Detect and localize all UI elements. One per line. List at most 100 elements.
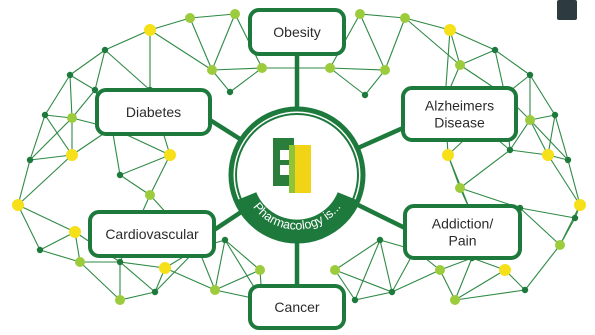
network-node bbox=[226, 88, 234, 96]
connector-diabetes bbox=[208, 118, 243, 142]
network-link bbox=[119, 261, 156, 293]
network-link bbox=[354, 291, 393, 301]
topic-label-cardiovascular: Cardiovascular bbox=[105, 226, 199, 242]
network-link bbox=[211, 13, 236, 71]
network-link bbox=[17, 204, 76, 233]
network-node bbox=[361, 91, 369, 99]
network-node bbox=[257, 63, 267, 73]
network-link bbox=[149, 29, 213, 71]
network-link bbox=[391, 269, 441, 293]
topic-box-diabetes: Diabetes bbox=[95, 88, 212, 136]
network-link bbox=[334, 269, 356, 301]
network-node bbox=[144, 24, 156, 36]
network-node bbox=[41, 111, 49, 119]
network-node bbox=[491, 46, 499, 54]
network-link bbox=[119, 291, 156, 301]
center-hub: Pharmacology is... bbox=[228, 106, 366, 244]
network-node bbox=[207, 65, 217, 75]
network-link bbox=[164, 267, 216, 291]
network-node bbox=[499, 264, 511, 276]
network-link bbox=[449, 29, 461, 66]
connector-addiction bbox=[355, 202, 406, 231]
network-link bbox=[119, 154, 171, 176]
network-node bbox=[555, 240, 565, 250]
network-link bbox=[384, 17, 406, 71]
network-node bbox=[442, 149, 454, 161]
network-node bbox=[210, 285, 220, 295]
network-link bbox=[214, 269, 261, 291]
topic-box-frame bbox=[401, 86, 518, 142]
network-node bbox=[380, 65, 390, 75]
network-link bbox=[509, 149, 549, 156]
network-node bbox=[116, 171, 124, 179]
network-link bbox=[404, 17, 461, 66]
network-link bbox=[494, 49, 531, 76]
network-link bbox=[17, 204, 41, 251]
connector-alzheimers bbox=[356, 125, 404, 151]
network-node bbox=[388, 288, 396, 296]
network-node bbox=[455, 60, 465, 70]
network-node bbox=[506, 146, 514, 154]
network-link bbox=[379, 239, 393, 293]
network-link bbox=[547, 114, 556, 156]
network-node bbox=[115, 295, 125, 305]
network-node bbox=[351, 296, 359, 304]
network-link bbox=[104, 49, 151, 91]
network-link bbox=[454, 289, 526, 301]
topic-box-addiction: Addiction/Pain bbox=[403, 204, 522, 260]
network-link bbox=[119, 174, 151, 196]
network-link bbox=[529, 119, 549, 156]
network-node bbox=[376, 236, 384, 244]
network-link bbox=[29, 114, 46, 161]
network-link bbox=[149, 17, 191, 31]
network-link bbox=[229, 67, 263, 93]
network-node bbox=[455, 183, 465, 193]
network-link bbox=[44, 114, 73, 156]
network-link bbox=[189, 13, 236, 19]
network-link bbox=[334, 239, 381, 271]
network-node bbox=[36, 246, 44, 254]
topic-label-alzheimers: Alzheimers bbox=[425, 98, 494, 114]
network-link bbox=[354, 239, 381, 301]
network-link bbox=[459, 49, 496, 66]
topic-label-cancer: Cancer bbox=[274, 299, 319, 315]
network-link bbox=[519, 207, 561, 246]
network-link bbox=[359, 13, 406, 19]
network-link bbox=[39, 231, 76, 251]
network-node bbox=[91, 86, 99, 94]
network-link bbox=[439, 269, 456, 301]
network-node bbox=[255, 265, 265, 275]
network-link bbox=[17, 154, 73, 206]
network-node bbox=[164, 149, 176, 161]
network-node bbox=[542, 149, 554, 161]
network-node bbox=[551, 111, 559, 119]
topic-label-obesity: Obesity bbox=[273, 24, 320, 40]
network-link bbox=[71, 89, 96, 119]
network-link bbox=[69, 49, 106, 76]
network-link bbox=[224, 239, 261, 271]
network-node bbox=[221, 236, 229, 244]
network-node bbox=[526, 71, 534, 79]
network-node bbox=[12, 199, 24, 211]
network-link bbox=[529, 119, 569, 161]
network-link bbox=[529, 74, 556, 116]
network-node bbox=[525, 115, 535, 125]
network-node bbox=[66, 149, 78, 161]
network-link bbox=[79, 261, 121, 301]
network-node bbox=[26, 156, 34, 164]
network-node bbox=[230, 9, 240, 19]
network-link bbox=[459, 149, 511, 189]
network-link bbox=[29, 154, 73, 161]
network-link bbox=[94, 49, 106, 91]
network-link bbox=[454, 257, 473, 301]
hub-connectors bbox=[208, 54, 406, 286]
topic-label-addiction: Pain bbox=[448, 233, 476, 249]
network-node bbox=[101, 46, 109, 54]
network-link bbox=[359, 13, 386, 71]
network-link bbox=[554, 114, 569, 161]
network-link bbox=[214, 239, 226, 291]
network-node bbox=[185, 13, 195, 23]
network-node bbox=[151, 288, 159, 296]
